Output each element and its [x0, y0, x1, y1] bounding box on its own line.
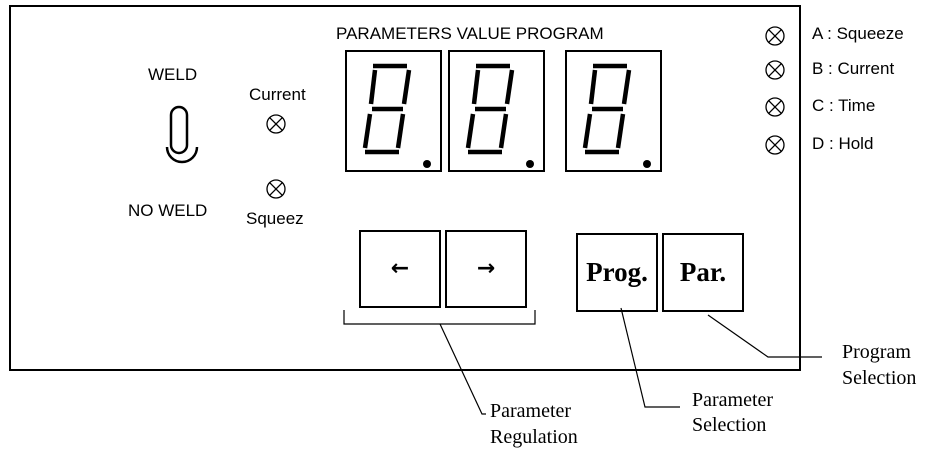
right-arrow-button[interactable]: →	[445, 230, 527, 308]
segment-c	[615, 113, 626, 149]
segment-b	[401, 69, 412, 105]
seven-segment-icon	[582, 63, 651, 168]
par-button-label: Par.	[679, 257, 727, 287]
weld-toggle-switch[interactable]	[150, 105, 214, 175]
decimal-point	[643, 160, 651, 168]
segment-f	[368, 69, 378, 105]
par-button[interactable]: Par.	[662, 233, 744, 312]
display-header: PARAMETERS VALUE PROGRAM	[336, 24, 604, 43]
callout-program-selection-2: Selection	[842, 367, 917, 389]
display-digit-3	[565, 50, 662, 172]
segment-b	[621, 69, 632, 105]
toggle-switch-icon	[165, 105, 199, 164]
decimal-point	[423, 160, 431, 168]
weld-label: WELD	[148, 65, 198, 84]
current-label: Current	[249, 85, 306, 104]
prog-button[interactable]: Prog.	[576, 233, 658, 312]
seven-segment-icon	[362, 63, 431, 168]
control-panel	[9, 5, 801, 371]
display-digit-1	[345, 50, 442, 172]
squeeze-label: Squeez	[246, 209, 304, 228]
segment-c	[395, 113, 406, 149]
callout-parameter-selection-1: Parameter	[692, 389, 774, 411]
arrow-right-icon: →	[476, 256, 496, 281]
arrow-left-icon: ←	[390, 256, 410, 281]
seven-segment-icon	[465, 63, 534, 168]
callout-parameter-regulation-1: Parameter	[490, 400, 572, 422]
segment-e	[582, 113, 593, 149]
segment-e	[465, 113, 476, 149]
lamp-a-icon	[764, 25, 786, 52]
lamp-c-icon	[764, 96, 786, 123]
legend-c: C : Time	[812, 96, 876, 115]
decimal-point	[526, 160, 534, 168]
segment-b	[504, 69, 515, 105]
legend-d: D : Hold	[812, 134, 874, 153]
callout-parameter-regulation-2: Regulation	[490, 426, 578, 448]
current-lamp-icon	[265, 113, 287, 140]
callout-parameter-selection-2: Selection	[692, 414, 767, 436]
lamp-d-icon	[764, 134, 786, 161]
callout-program-selection-1: Program	[842, 341, 911, 363]
squeeze-lamp-icon	[265, 178, 287, 205]
left-arrow-button[interactable]: ←	[359, 230, 441, 308]
segment-f	[471, 69, 481, 105]
segment-f	[588, 69, 598, 105]
lamp-b-icon	[764, 59, 786, 86]
segment-e	[362, 113, 373, 149]
legend-a: A : Squeeze	[812, 24, 904, 43]
segment-c	[498, 113, 509, 149]
display-digit-2	[448, 50, 545, 172]
legend-b: B : Current	[812, 59, 895, 78]
prog-button-label: Prog.	[586, 257, 648, 287]
no-weld-label: NO WELD	[128, 201, 208, 220]
